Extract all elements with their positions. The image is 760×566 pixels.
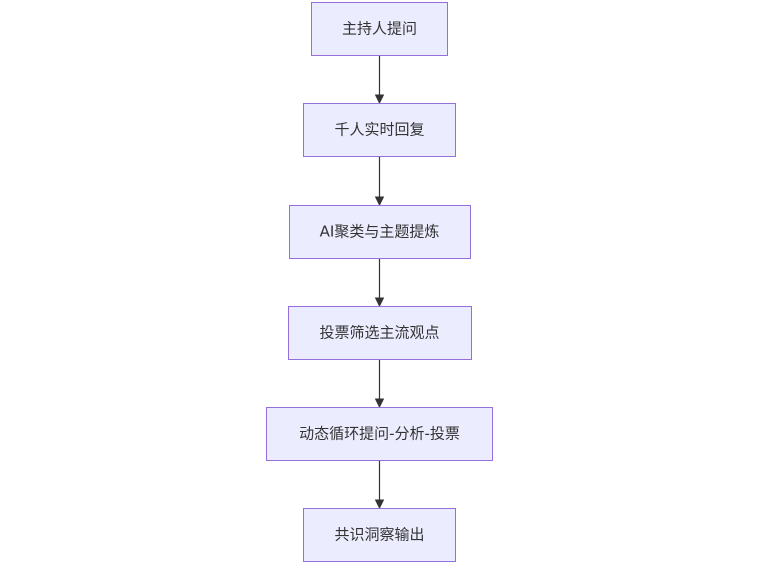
flow-node-dynamic-loop: 动态循环提问-分析-投票 bbox=[266, 407, 493, 461]
node-label: 动态循环提问-分析-投票 bbox=[299, 425, 460, 443]
node-box bbox=[311, 2, 448, 56]
node-label: 主持人提问 bbox=[342, 20, 417, 38]
node-box bbox=[303, 103, 456, 157]
node-label: 投票筛选主流观点 bbox=[319, 324, 439, 342]
node-box bbox=[289, 205, 471, 259]
flow-node-realtime-replies: 千人实时回复 bbox=[303, 103, 456, 157]
flow-node-host-question: 主持人提问 bbox=[311, 2, 448, 56]
node-box bbox=[266, 407, 493, 461]
node-label: AI聚类与主题提炼 bbox=[320, 223, 440, 241]
node-label: 共识洞察输出 bbox=[334, 526, 424, 544]
flow-node-consensus-output: 共识洞察输出 bbox=[303, 508, 456, 562]
node-box bbox=[288, 306, 472, 360]
flow-node-ai-clustering: AI聚类与主题提炼 bbox=[289, 205, 471, 259]
flow-node-vote-filter: 投票筛选主流观点 bbox=[288, 306, 472, 360]
node-box bbox=[303, 508, 456, 562]
node-label: 千人实时回复 bbox=[334, 121, 424, 139]
